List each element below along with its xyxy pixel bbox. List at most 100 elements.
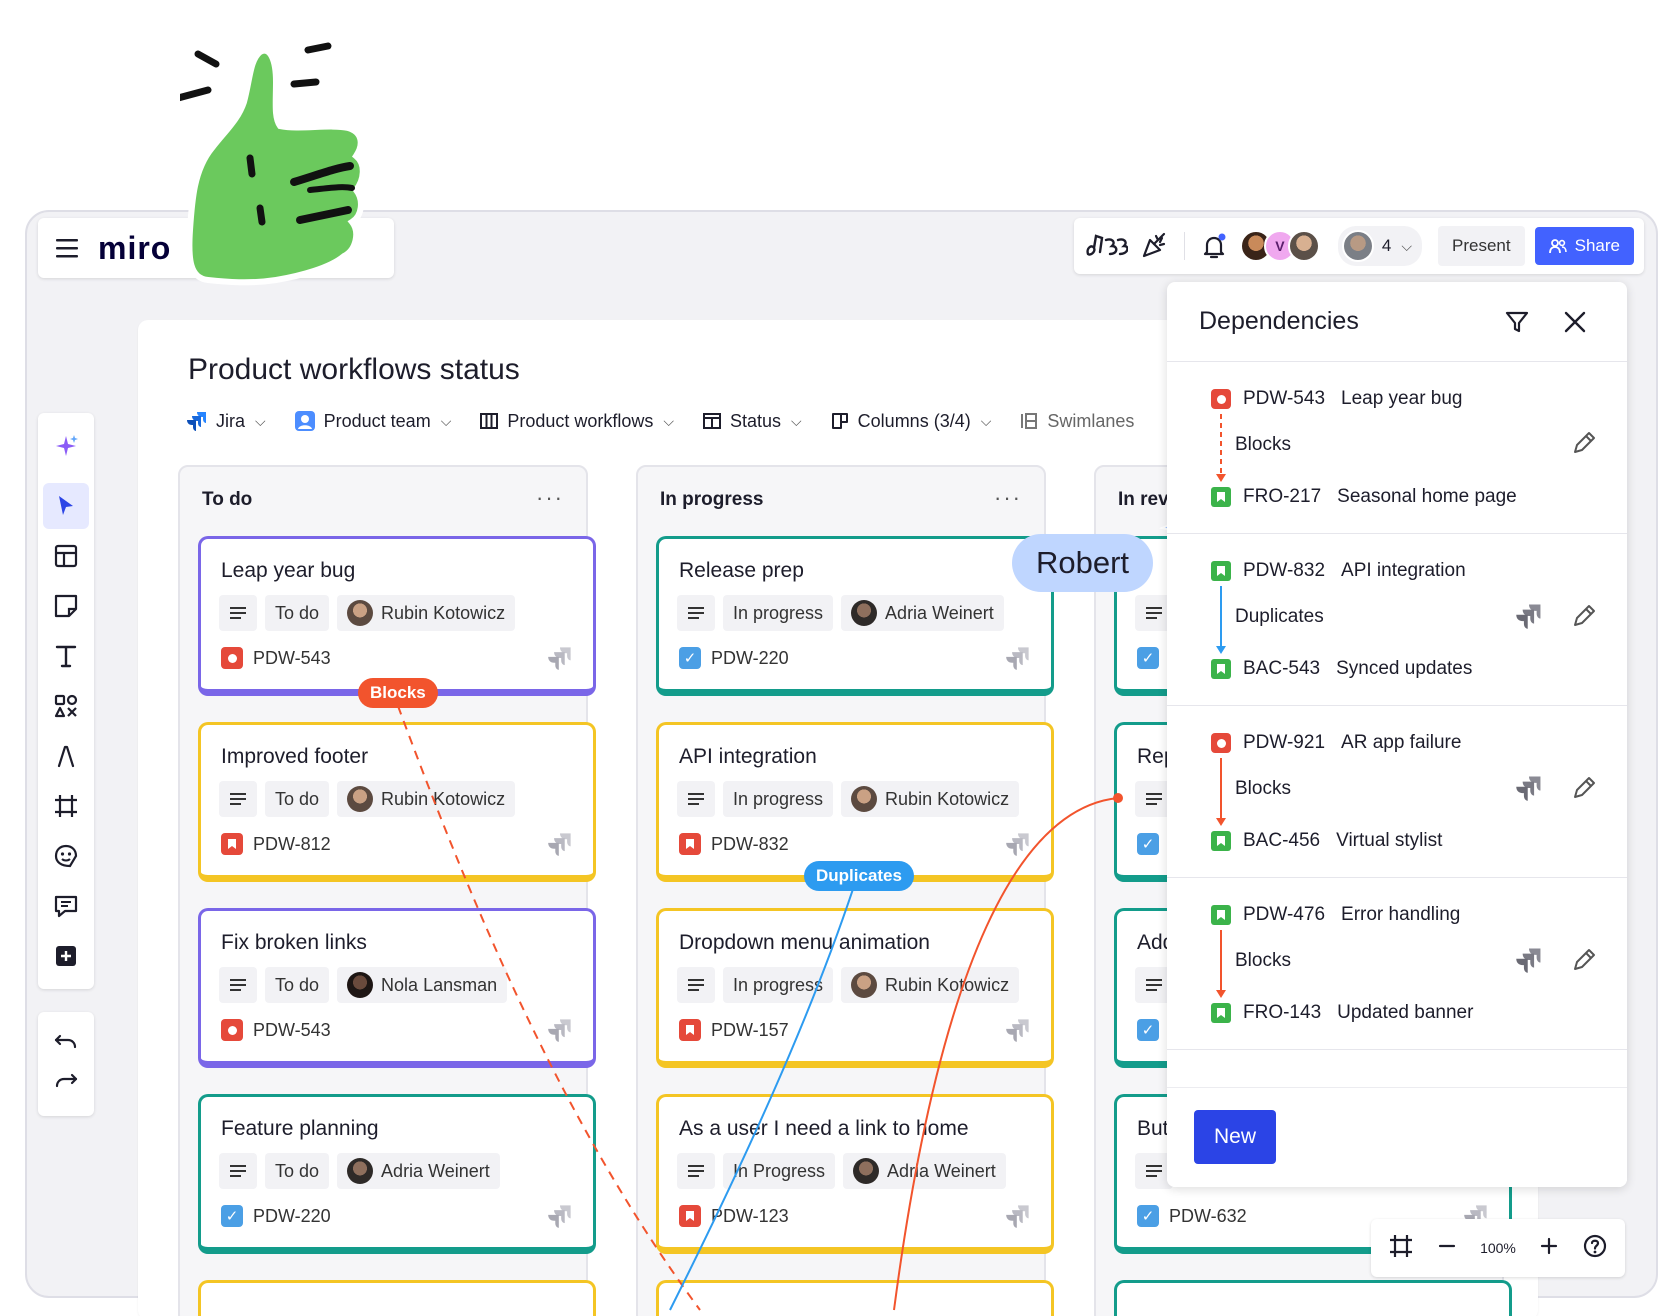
card[interactable]: Feature planning To do Adria Weinert ✓PD…	[198, 1094, 596, 1254]
assignee-chip[interactable]: Adria Weinert	[841, 595, 1004, 631]
card[interactable]	[198, 1280, 596, 1316]
assignee-chip[interactable]: Rubin Kotowicz	[841, 967, 1020, 1003]
assignee-chip[interactable]: Adria Weinert	[337, 1153, 500, 1189]
dependency-target[interactable]: FRO-217 Seasonal home page	[1211, 486, 1517, 508]
description-icon[interactable]	[219, 1153, 257, 1189]
dependency-item[interactable]: PDW-543 Leap year bug Blocks FRO-217 Sea…	[1167, 362, 1627, 534]
connector-endpoint[interactable]	[1113, 793, 1123, 803]
status-chip[interactable]: To do	[265, 1153, 330, 1189]
redo-icon[interactable]	[54, 1071, 78, 1096]
description-icon[interactable]	[1135, 1153, 1173, 1189]
dependency-target[interactable]: BAC-543 Synced updates	[1211, 658, 1472, 680]
pen-icon[interactable]	[43, 733, 89, 779]
duplicates-connector[interactable]	[669, 879, 857, 1311]
dependency-source[interactable]: PDW-476 Error handling	[1211, 904, 1460, 926]
status-chip[interactable]: To do	[265, 595, 330, 631]
collaborator-avatars[interactable]: V	[1239, 230, 1320, 262]
description-icon[interactable]	[677, 967, 715, 1003]
more-options-icon[interactable]: ···	[994, 485, 1022, 510]
jira-logo-icon[interactable]	[1515, 774, 1543, 807]
edit-pencil-icon[interactable]	[1571, 947, 1597, 978]
status-chip[interactable]: In progress	[723, 781, 834, 817]
edit-pencil-icon[interactable]	[1571, 603, 1597, 634]
issue-key[interactable]: ✓	[1137, 833, 1159, 855]
collaborator-count-chip[interactable]: 4 ⌵	[1337, 226, 1423, 266]
description-icon[interactable]	[1135, 967, 1173, 1003]
status-chip[interactable]: To do	[265, 781, 330, 817]
sticky-note-icon[interactable]	[43, 583, 89, 629]
blocks-label[interactable]: Blocks	[358, 678, 438, 708]
description-icon[interactable]	[1135, 595, 1173, 631]
filter-status[interactable]: Status⌵	[702, 411, 802, 432]
shapes-icon[interactable]	[43, 683, 89, 729]
jira-logo-icon[interactable]	[1515, 946, 1543, 979]
edit-pencil-icon[interactable]	[1571, 430, 1597, 461]
filter-icon[interactable]	[1495, 300, 1539, 344]
dependency-item[interactable]: PDW-832 API integration Duplicates BAC-5…	[1167, 534, 1627, 706]
edit-pencil-icon[interactable]	[1571, 775, 1597, 806]
description-icon[interactable]	[219, 967, 257, 1003]
card[interactable]	[656, 1280, 1054, 1316]
jira-logo-icon[interactable]	[1515, 602, 1543, 635]
close-icon[interactable]	[1553, 300, 1597, 344]
filter-jira[interactable]: Jira⌵	[186, 410, 266, 432]
filter-product-team[interactable]: Product team⌵	[294, 410, 451, 432]
description-icon[interactable]	[219, 595, 257, 631]
card[interactable]: Release prep In progress Adria Weinert ✓…	[656, 536, 1054, 696]
issue-key[interactable]: PDW-543	[221, 1019, 331, 1041]
select-cursor-icon[interactable]	[43, 483, 89, 529]
dependency-source[interactable]: PDW-921 AR app failure	[1211, 732, 1461, 754]
frame-icon[interactable]	[43, 783, 89, 829]
status-chip[interactable]: In Progress	[723, 1153, 836, 1189]
zoom-in-icon[interactable]	[1538, 1235, 1560, 1262]
celebrate-icon[interactable]	[1134, 226, 1174, 266]
description-icon[interactable]	[677, 595, 715, 631]
issue-key[interactable]: PDW-123	[679, 1205, 789, 1227]
issue-key[interactable]: ✓PDW-632	[1137, 1205, 1247, 1227]
issue-key[interactable]: ✓	[1137, 1019, 1159, 1041]
issue-key[interactable]: PDW-812	[221, 833, 331, 855]
issue-key[interactable]: PDW-543	[221, 647, 331, 669]
share-button[interactable]: Share	[1534, 227, 1634, 265]
description-icon[interactable]	[677, 781, 715, 817]
ai-sparkle-icon[interactable]	[43, 423, 89, 469]
menu-icon[interactable]	[38, 218, 98, 278]
status-chip[interactable]: In progress	[723, 595, 834, 631]
description-icon[interactable]	[219, 781, 257, 817]
dependency-target[interactable]: BAC-456 Virtual stylist	[1211, 830, 1442, 852]
filter-product-workflows[interactable]: Product workflows⌵	[479, 411, 674, 432]
stickers-icon[interactable]	[43, 833, 89, 879]
blocks-connector[interactable]	[397, 705, 701, 1311]
dependency-item[interactable]: PDW-476 Error handling Blocks FRO-143 Up…	[1167, 878, 1627, 1050]
issue-key[interactable]: PDW-832	[679, 833, 789, 855]
new-dependency-button[interactable]: New	[1194, 1110, 1277, 1164]
description-icon[interactable]	[1135, 781, 1173, 817]
issue-key[interactable]: PDW-157	[679, 1019, 789, 1041]
filter-swimlanes[interactable]: Swimlanes	[1019, 411, 1134, 432]
comment-icon[interactable]	[43, 883, 89, 929]
templates-icon[interactable]	[43, 533, 89, 579]
description-icon[interactable]	[677, 1153, 715, 1189]
dependency-source[interactable]: PDW-832 API integration	[1211, 560, 1466, 582]
issue-key[interactable]: ✓PDW-220	[221, 1205, 331, 1227]
issue-key[interactable]: ✓	[1137, 647, 1159, 669]
assignee-chip[interactable]: Nola Lansman	[337, 967, 508, 1003]
dependency-source[interactable]: PDW-543 Leap year bug	[1211, 388, 1463, 410]
status-chip[interactable]: In progress	[723, 967, 834, 1003]
more-options-icon[interactable]: ···	[536, 485, 564, 510]
filter-columns[interactable]: Columns (3/4)⌵	[830, 411, 991, 432]
assignee-chip[interactable]: Rubin Kotowicz	[841, 781, 1020, 817]
card[interactable]: Improved footer To do Rubin Kotowicz PDW…	[198, 722, 596, 882]
assignee-chip[interactable]: Rubin Kotowicz	[337, 595, 516, 631]
blocks-connector[interactable]	[893, 797, 1119, 1311]
card[interactable]: Fix broken links To do Nola Lansman PDW-…	[198, 908, 596, 1068]
help-icon[interactable]	[1582, 1233, 1608, 1264]
zoom-out-icon[interactable]	[1436, 1235, 1458, 1262]
present-button[interactable]: Present	[1438, 226, 1525, 266]
text-icon[interactable]	[43, 633, 89, 679]
zoom-level[interactable]: 100%	[1480, 1240, 1516, 1256]
dependency-target[interactable]: FRO-143 Updated banner	[1211, 1002, 1473, 1024]
reactions-icon[interactable]	[1084, 226, 1128, 266]
fit-to-screen-icon[interactable]	[1388, 1233, 1414, 1264]
card[interactable]	[1114, 1280, 1512, 1316]
